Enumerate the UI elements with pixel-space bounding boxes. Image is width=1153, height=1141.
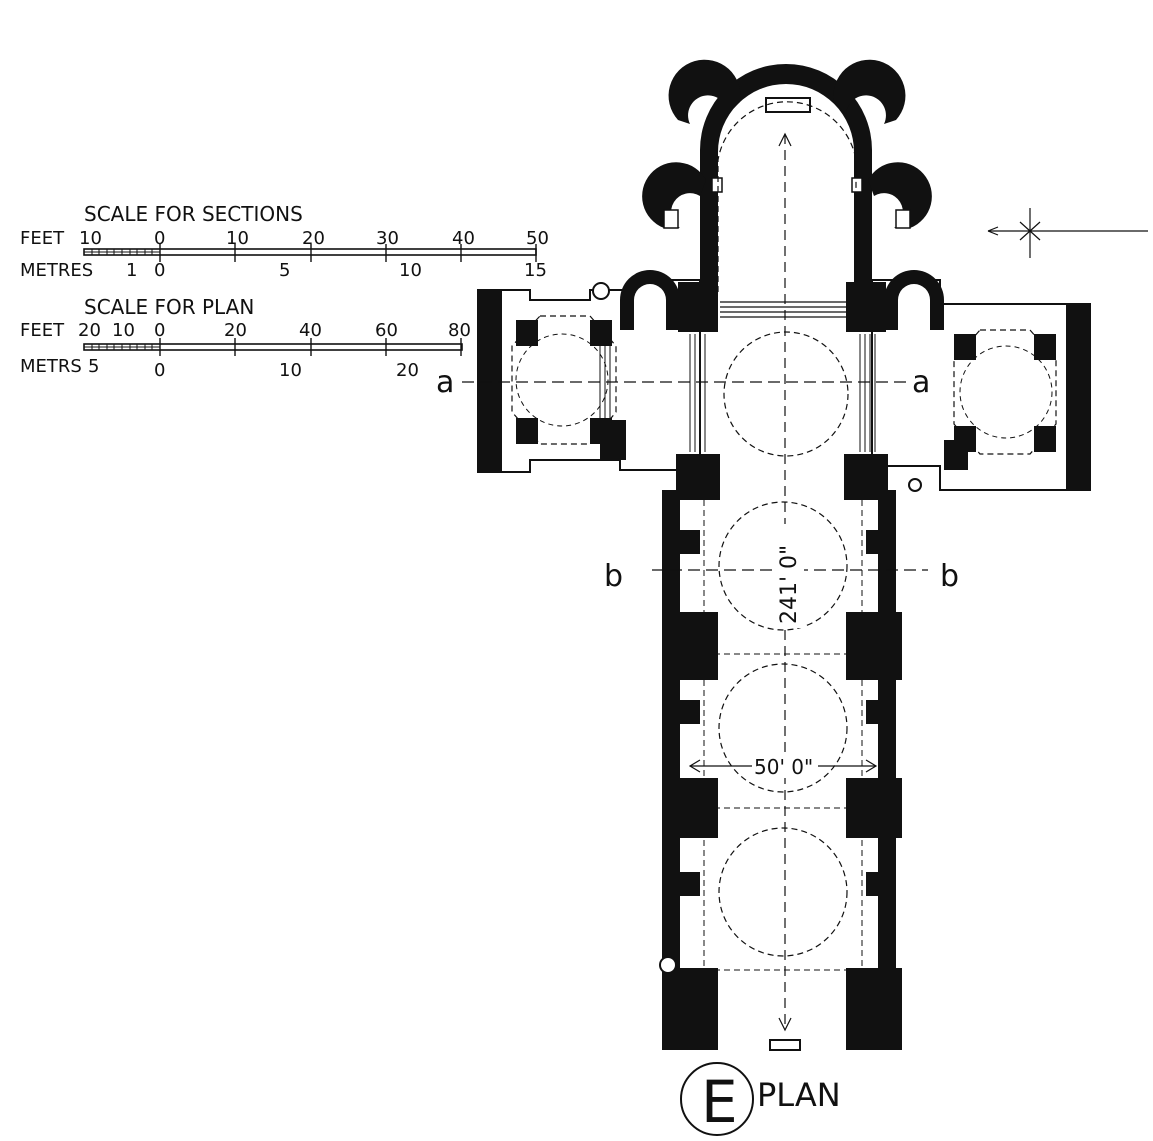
transept (477, 270, 1091, 492)
scale-sections-metres-tick: 5 (279, 260, 290, 281)
scale-sections-metres-tick: 0 (154, 260, 165, 281)
scale-plan-feet-tick: 10 (112, 320, 135, 341)
dimension-length: 241' 0" (777, 545, 802, 624)
scale-plan-metres-tick: 0 (154, 360, 165, 381)
scale-sections-feet-label: FEET (20, 228, 65, 249)
scale-plan-feet-tick: 20 (224, 320, 247, 341)
scale-sections-metres-tick: 1 (126, 260, 137, 281)
section-mark-b-right: b (940, 559, 959, 594)
scale-sections-feet-tick: 30 (376, 228, 399, 249)
crossing-steps (599, 334, 876, 452)
scale-plan-feet-tick: 60 (375, 320, 398, 341)
choir-steps (720, 301, 852, 318)
scale-plan-title: SCALE FOR PLAN (84, 295, 254, 319)
section-mark-b-left: b (604, 559, 623, 594)
scale-plan-metres-tick: 20 (396, 360, 419, 381)
scale-sections-feet-tick: 10 (226, 228, 249, 249)
crossing-piers (676, 282, 888, 500)
section-mark-a-right: a (912, 365, 930, 400)
scale-plan-feet-tick: 80 (448, 320, 471, 341)
crossing-dome (723, 331, 849, 457)
caption-letter: E (701, 1068, 738, 1136)
scale-plan-metres-label: METRS (20, 356, 82, 377)
section-mark-a-left: a (436, 365, 454, 400)
scale-plan-metres-tick: 10 (279, 360, 302, 381)
scale-sections-feet-tick: 0 (154, 228, 165, 249)
scale-for-sections: SCALE FOR SECTIONS FEET METRES 10 0 10 2… (20, 202, 549, 281)
church-plan (462, 59, 1091, 1051)
scale-sections-metres-label: METRES (20, 260, 93, 281)
scale-sections-feet-tick: 10 (79, 228, 102, 249)
scale-plan-feet-tick: 0 (154, 320, 165, 341)
plan-caption: E PLAN (680, 1062, 841, 1136)
apse (642, 59, 932, 296)
caption-word: PLAN (757, 1076, 841, 1114)
nave (659, 490, 902, 1051)
scale-plan-feet-tick: 20 (78, 320, 101, 341)
scale-plan-feet-tick: 40 (299, 320, 322, 341)
compass-arrow-icon (987, 208, 1148, 258)
scale-sections-feet-tick: 20 (302, 228, 325, 249)
scale-sections-title: SCALE FOR SECTIONS (84, 202, 303, 226)
scale-sections-metres-tick: 10 (399, 260, 422, 281)
scale-for-plan: SCALE FOR PLAN FEET METRS 20 10 0 20 40 … (20, 295, 471, 381)
scale-sections-feet-tick: 40 (452, 228, 475, 249)
scale-sections-metres-tick: 15 (524, 260, 547, 281)
scale-sections-feet-tick: 50 (526, 228, 549, 249)
dimension-width: 50' 0" (754, 755, 813, 779)
scale-plan-feet-label: FEET (20, 320, 65, 341)
scale-plan-metres-tick: 5 (88, 356, 99, 377)
